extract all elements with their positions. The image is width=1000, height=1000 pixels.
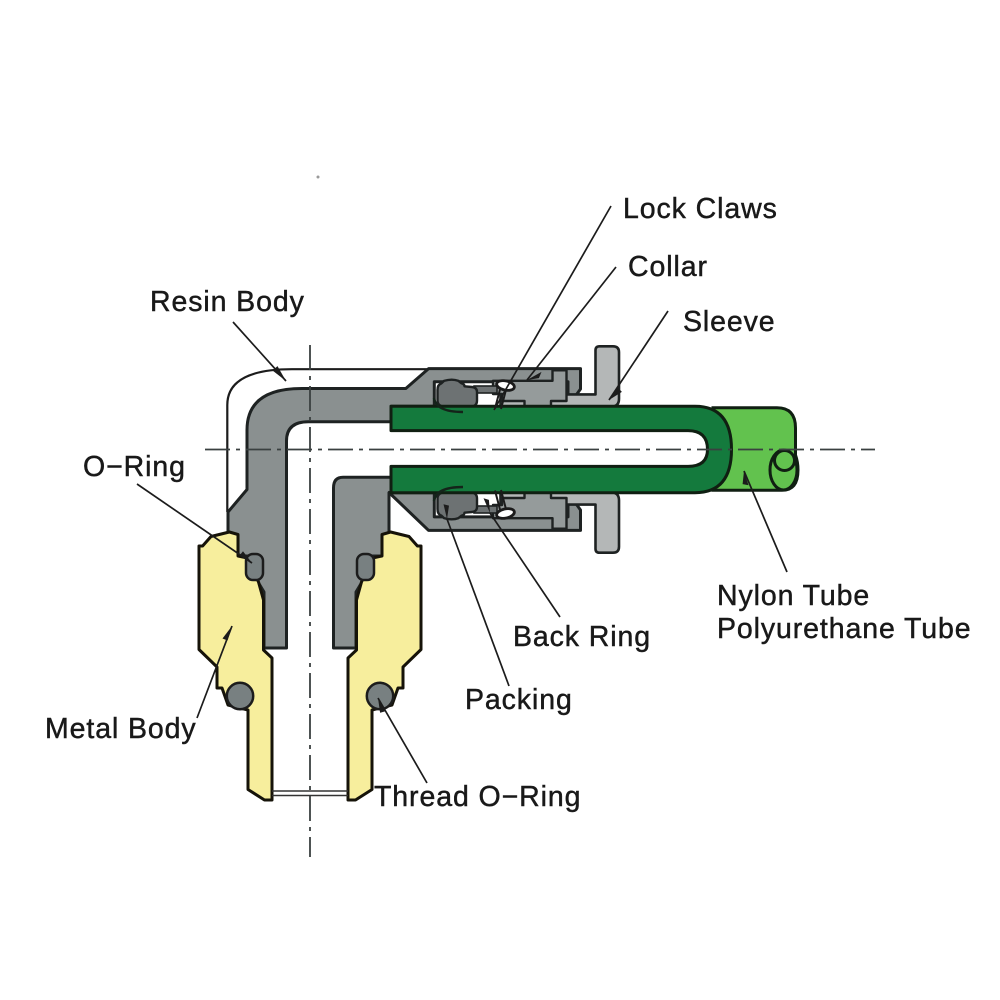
svg-text:Thread O−Ring: Thread O−Ring xyxy=(374,781,581,813)
svg-text:Lock Claws: Lock Claws xyxy=(623,193,778,225)
svg-text:Packing: Packing xyxy=(465,684,573,716)
svg-text:Polyurethane Tube: Polyurethane Tube xyxy=(717,613,972,645)
svg-text:Collar: Collar xyxy=(628,251,708,283)
svg-text:O−Ring: O−Ring xyxy=(83,451,186,483)
svg-text:Nylon Tube: Nylon Tube xyxy=(717,580,870,612)
svg-text:Sleeve: Sleeve xyxy=(683,306,776,338)
svg-text:Metal Body: Metal Body xyxy=(45,713,197,745)
svg-text:Back Ring: Back Ring xyxy=(513,621,651,653)
svg-text:Resin Body: Resin Body xyxy=(150,286,305,318)
